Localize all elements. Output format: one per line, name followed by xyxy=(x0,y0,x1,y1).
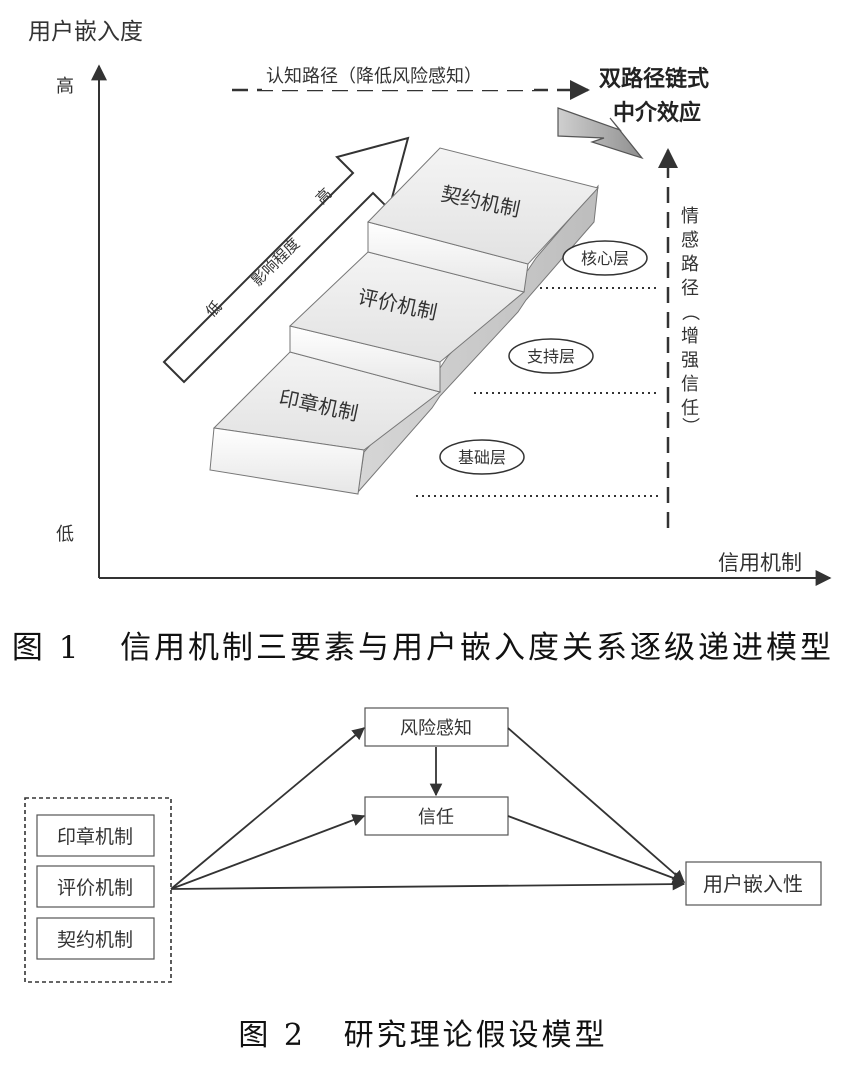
arrow-mechanisms-to-embeddedness xyxy=(170,877,686,891)
emotional-path-char: ） xyxy=(679,417,700,435)
figure1-caption-label: 图 1 xyxy=(11,630,82,666)
mechanism-box xyxy=(36,814,155,857)
y-low-label: 低 xyxy=(56,524,74,545)
figure2-caption-label: 图 2 xyxy=(238,1018,306,1053)
y-axis-label: 用户嵌入度 xyxy=(28,19,143,45)
cognitive-path-label: 认知路径（降低风险感知） xyxy=(266,66,482,87)
user-embeddedness-box xyxy=(685,861,822,906)
emotional-path-char: 任 xyxy=(681,398,699,419)
x-axis-label: 信用机制 xyxy=(718,551,802,575)
mechanism-box xyxy=(36,865,155,908)
mediation-label-line2: 中介效应 xyxy=(613,100,701,126)
mechanism-box xyxy=(36,917,155,960)
mechanism-label: 印章机制 xyxy=(57,826,133,848)
arrow-risk-to-embeddedness xyxy=(507,727,685,883)
influence-arrow xyxy=(162,136,410,384)
mechanism-label: 契约机制 xyxy=(57,929,133,951)
figure1-caption: 图 1 信用机制三要素与用户嵌入度关系逐级递进模型 xyxy=(0,622,846,667)
figure1-caption-text: 信用机制三要素与用户嵌入度关系逐级递进模型 xyxy=(120,630,835,666)
figure1-diagram: 用户嵌入度 高 低 信用机制 认知路径（降低风险感知） 双路径链式 中介效应 情… xyxy=(28,19,832,586)
emotional-path-char: 感 xyxy=(681,230,699,251)
layer-basic-label: 基础层 xyxy=(458,448,506,467)
layer-core-ellipse xyxy=(562,240,648,276)
emotional-path-char: 路 xyxy=(681,254,699,275)
arrow-mechanisms-to-trust xyxy=(170,814,366,890)
layer-basic-ellipse xyxy=(439,439,525,475)
arrow-trust-to-embeddedness xyxy=(507,815,686,884)
figure2-caption: 图 2 研究理论假设模型 xyxy=(0,1010,846,1054)
step-1-front xyxy=(209,427,365,495)
user-embeddedness-label: 用户嵌入性 xyxy=(703,872,803,896)
mediation-label-line1: 双路径链式 xyxy=(599,66,709,92)
figure2-caption-text: 研究理论假设模型 xyxy=(343,1018,608,1053)
convergence-arrow-icon xyxy=(557,107,644,160)
risk-perception-box xyxy=(364,707,509,747)
mechanism-label: 评价机制 xyxy=(57,877,133,899)
figure2-diagram: 印章机制 评价机制 契约机制 风险感知 信任 用户嵌入性 xyxy=(24,707,822,983)
risk-perception-label: 风险感知 xyxy=(400,718,472,739)
layer-core-label: 核心层 xyxy=(581,249,629,268)
emotional-path-label: 情 感 路 径 （ 增 强 信 任 ） xyxy=(679,206,700,435)
trust-label: 信任 xyxy=(418,807,454,828)
y-high-label: 高 xyxy=(56,76,74,97)
layer-support-label: 支持层 xyxy=(527,347,575,366)
step-3-top xyxy=(367,147,599,265)
layer-support-ellipse xyxy=(508,338,594,374)
emotional-path-char: 径 xyxy=(681,278,699,299)
emotional-path-char: 增 xyxy=(681,326,699,347)
mechanisms-group-box xyxy=(24,797,172,983)
arrow-mechanisms-to-risk xyxy=(170,727,365,890)
emotional-path-char: 强 xyxy=(681,350,699,371)
emotional-path-char: （ xyxy=(679,303,700,321)
emotional-path-char: 信 xyxy=(681,374,699,395)
emotional-path-char: 情 xyxy=(681,206,699,227)
